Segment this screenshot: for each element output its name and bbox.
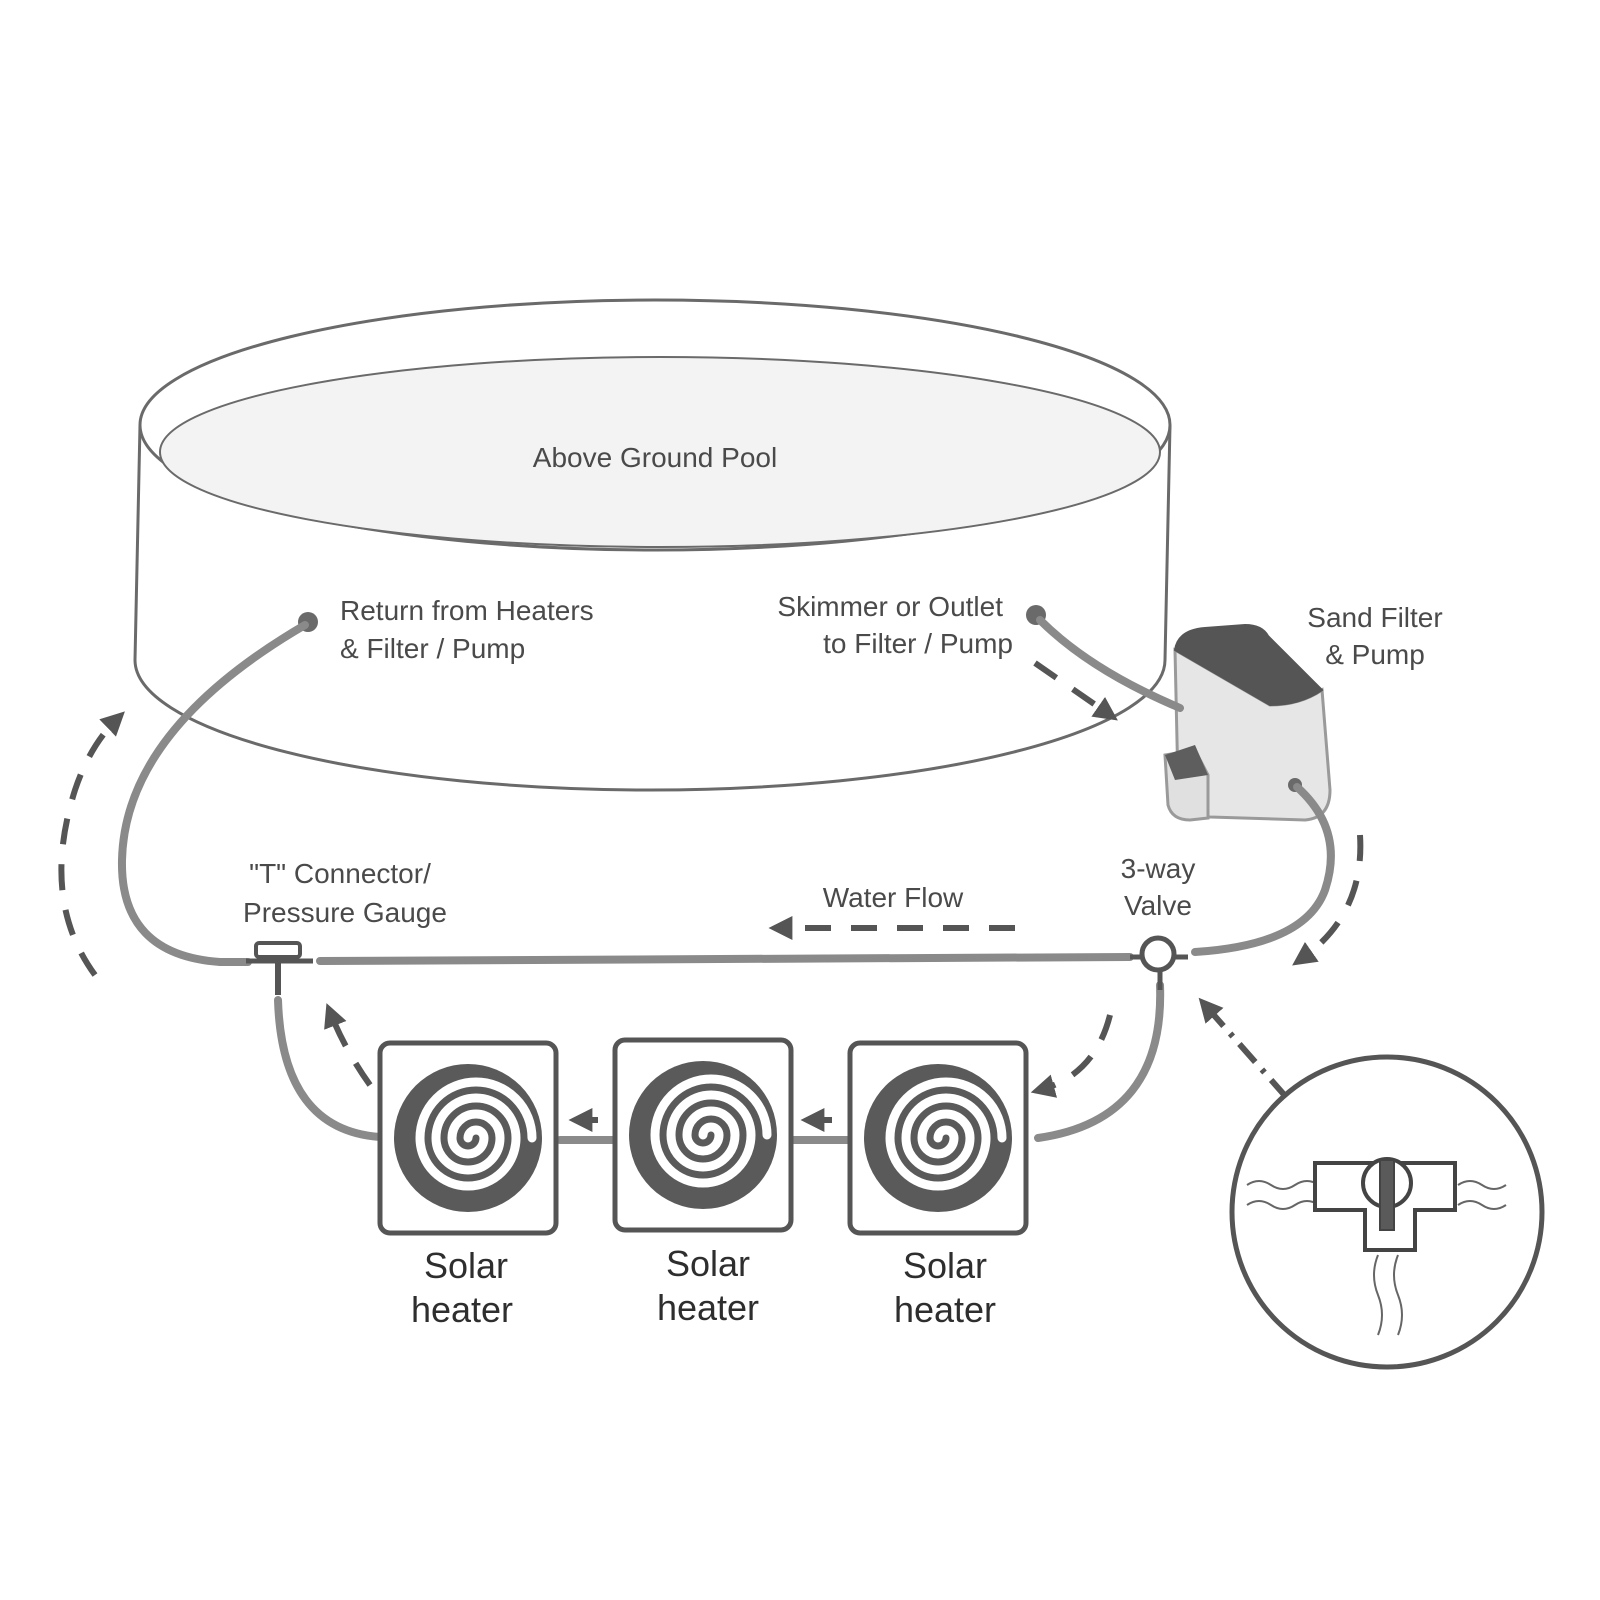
pool-label: Above Ground Pool	[533, 442, 777, 473]
solar-heater	[377, 1040, 559, 1236]
heater-label-line1: Solar	[424, 1245, 508, 1286]
solar-heater	[847, 1040, 1029, 1236]
spiral-line	[415, 1077, 537, 1191]
pool-water	[159, 356, 1161, 548]
heater-to-tconn-flow-arrow	[324, 1003, 373, 1087]
main-return-pipe	[316, 953, 1134, 965]
return-label-line1: Return from Heaters	[340, 595, 594, 626]
return-label-line2: & Filter / Pump	[340, 633, 525, 664]
solar-heater	[612, 1037, 794, 1233]
heater-to-tconn-pipe	[274, 996, 384, 1141]
skimmer-label-line1: Skimmer or Outlet	[777, 591, 1003, 622]
filter-top	[1173, 623, 1324, 707]
heater-label-line2: heater	[411, 1289, 513, 1330]
heater-label-line1: Solar	[903, 1245, 987, 1286]
filter-label-line1: Sand Filter	[1307, 602, 1442, 633]
pump-top	[1165, 745, 1208, 780]
t-connector	[246, 941, 313, 995]
tconn-label-line1: "T" Connector/	[249, 858, 431, 889]
tconn-to-pool-pipe	[117, 621, 309, 966]
valve-detail-inset	[1229, 1054, 1545, 1370]
heater-label-line1: Solar	[666, 1243, 750, 1284]
skimmer-to-filter-pipe	[1036, 616, 1184, 712]
detail-pointer-arrow	[1198, 997, 1290, 1100]
skimmer-flow-arrow	[1033, 660, 1118, 721]
heater-label-line2: heater	[894, 1289, 996, 1330]
filter-to-valve-pipe	[1191, 783, 1335, 956]
filter-flow-arrow	[1292, 834, 1364, 966]
spiral-line	[650, 1074, 772, 1188]
valve-label-line2: Valve	[1124, 890, 1192, 921]
valve-to-heater-pipe	[1034, 981, 1165, 1142]
water-stream-down	[1373, 1254, 1403, 1336]
valve-handle	[1379, 1159, 1395, 1231]
heater-label-line2: heater	[657, 1287, 759, 1328]
above-ground-pool: Above Ground Pool	[133, 298, 1172, 792]
spiral-line	[885, 1077, 1007, 1191]
valve-to-heater-flow-arrow	[1030, 1014, 1113, 1098]
valve-label-line1: 3-way	[1121, 853, 1196, 884]
filter-label-line2: & Pump	[1325, 639, 1425, 670]
return-flow-arrow	[58, 711, 125, 977]
tconn-label-line2: Pressure Gauge	[243, 897, 447, 928]
water-wave-right	[1457, 1180, 1507, 1210]
skimmer-label-line2: to Filter / Pump	[823, 628, 1013, 659]
water-wave-left	[1246, 1180, 1320, 1210]
three-way-valve	[1130, 935, 1188, 990]
water-flow-label: Water Flow	[823, 882, 964, 913]
sand-filter-pump	[1163, 623, 1332, 822]
